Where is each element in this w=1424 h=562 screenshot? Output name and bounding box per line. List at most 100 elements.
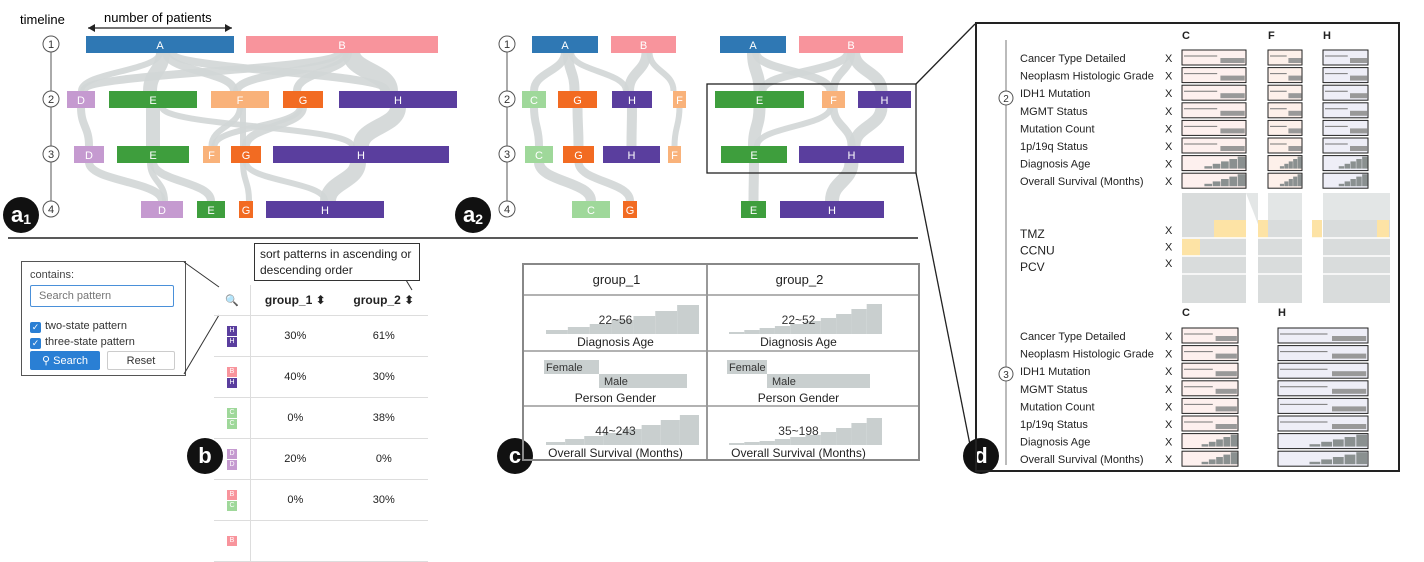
attribute-bar: [1332, 336, 1367, 341]
sort-group-1-header[interactable]: group_1 ⬍: [250, 285, 340, 316]
attribute-bar: [1288, 161, 1293, 169]
a1-flow: [240, 161, 252, 202]
histogram-bar: [655, 311, 678, 334]
histogram-bar: [622, 429, 642, 445]
attribute-bar: [1220, 58, 1245, 63]
pattern-state-chip: D: [227, 448, 237, 459]
a1-flow: [80, 49, 343, 94]
table-search-header[interactable]: 🔍: [214, 285, 251, 316]
timeline-level-label: 3: [504, 149, 510, 161]
histogram-bar: [805, 435, 821, 445]
attribute-bar: [1223, 454, 1231, 465]
histogram-bar: [584, 436, 604, 445]
percentage-cell: 61%: [339, 315, 428, 357]
attribute-bar: [1332, 388, 1367, 394]
attribute-bar: [1229, 176, 1238, 187]
histogram-bar: [660, 420, 680, 445]
a1-flow: [147, 161, 168, 202]
sort-group-2-header[interactable]: group_2 ⬍: [339, 285, 428, 316]
panel-badge-a1: a1: [3, 197, 39, 233]
checkbox-checked-icon[interactable]: ✓: [30, 338, 41, 349]
a2-flow: [829, 106, 856, 147]
a2-flow: [568, 51, 629, 92]
timeline-level-marker: [42, 145, 60, 163]
timeline-level-label: 3: [48, 149, 54, 161]
attribute-bar: [1332, 371, 1367, 377]
sort-icon[interactable]: ⬍: [315, 293, 326, 307]
attribute-bar: [1212, 163, 1221, 169]
histogram-bar: [866, 304, 882, 334]
timeline-level-marker: [42, 200, 60, 218]
a1-node-F: [211, 91, 269, 108]
a1-node-label: H: [321, 205, 329, 217]
attribute-bar: [1350, 75, 1368, 81]
column-header: C: [1182, 307, 1190, 319]
timeline-level-label: 4: [48, 204, 54, 216]
attribute-bar: [1204, 166, 1213, 169]
column-header: C: [1182, 30, 1190, 42]
remove-attribute-mark: X: [1165, 437, 1173, 449]
checkbox-checked-icon[interactable]: ✓: [30, 322, 41, 333]
group-header: group_2: [776, 272, 824, 287]
attribute-name: Diagnosis Age: [1020, 159, 1090, 171]
attribute-bar: [1212, 181, 1221, 187]
attribute-bar: [1201, 461, 1209, 465]
remove-treatment-mark: X: [1165, 258, 1173, 270]
a2-flow: [626, 106, 637, 147]
timeline-level-marker: [42, 35, 60, 53]
percentage-cell: 30%: [339, 479, 428, 521]
a2-right-node-label: H: [828, 205, 836, 217]
search-pattern-input[interactable]: [30, 285, 174, 307]
attribute-bar: [1284, 163, 1289, 169]
a1-node-label: E: [149, 95, 156, 107]
attribute-bar: [1356, 159, 1362, 169]
sort-icon[interactable]: ⬍: [404, 293, 415, 307]
a1-flow: [320, 160, 366, 203]
histogram-bar: [759, 328, 775, 334]
two-state-option[interactable]: ✓two-state pattern: [30, 320, 127, 333]
a1-flow: [143, 51, 170, 92]
pattern-state-chip: C: [227, 500, 237, 511]
pattern-state-chip: B: [227, 366, 237, 377]
remove-attribute-mark: X: [1165, 106, 1173, 118]
histogram-bar: [729, 332, 745, 334]
a2-left-node-B: [611, 36, 676, 53]
attribute-bar: [1288, 146, 1302, 151]
pattern-state-chip: B: [227, 536, 237, 546]
remove-treatment-mark: X: [1165, 242, 1173, 254]
a2-right-node-label: F: [830, 95, 837, 107]
histogram-bar: [589, 324, 612, 334]
reset-button[interactable]: Reset: [107, 351, 175, 370]
histogram-bar: [677, 305, 699, 334]
attribute-name: Cancer Type Detailed: [1020, 331, 1126, 343]
timeline-level-marker: [498, 200, 516, 218]
a2-left-node-label: C: [530, 95, 538, 107]
a1-node-E: [117, 146, 189, 163]
attribute-bar: [1288, 93, 1302, 99]
attribute-label: Overall Survival (Months): [548, 446, 683, 460]
table-row[interactable]: B: [214, 520, 428, 562]
remove-attribute-mark: X: [1165, 176, 1173, 188]
a1-flow: [149, 160, 215, 203]
attribute-bar: [1220, 75, 1245, 81]
remove-attribute-mark: X: [1165, 349, 1173, 361]
a2-left-node-label: B: [640, 40, 647, 52]
level-label: 3: [1003, 370, 1009, 381]
search-icon[interactable]: 🔍: [225, 295, 239, 307]
attribute-bar: [1215, 424, 1237, 429]
treatment-name: TMZ: [1020, 227, 1045, 241]
a1-node-label: D: [85, 150, 93, 162]
three-state-option[interactable]: ✓three-state pattern: [30, 336, 135, 349]
a2-right-node-label: H: [881, 95, 889, 107]
search-button[interactable]: ⚲ Search: [30, 351, 100, 370]
attribute-bar: [1288, 75, 1302, 81]
